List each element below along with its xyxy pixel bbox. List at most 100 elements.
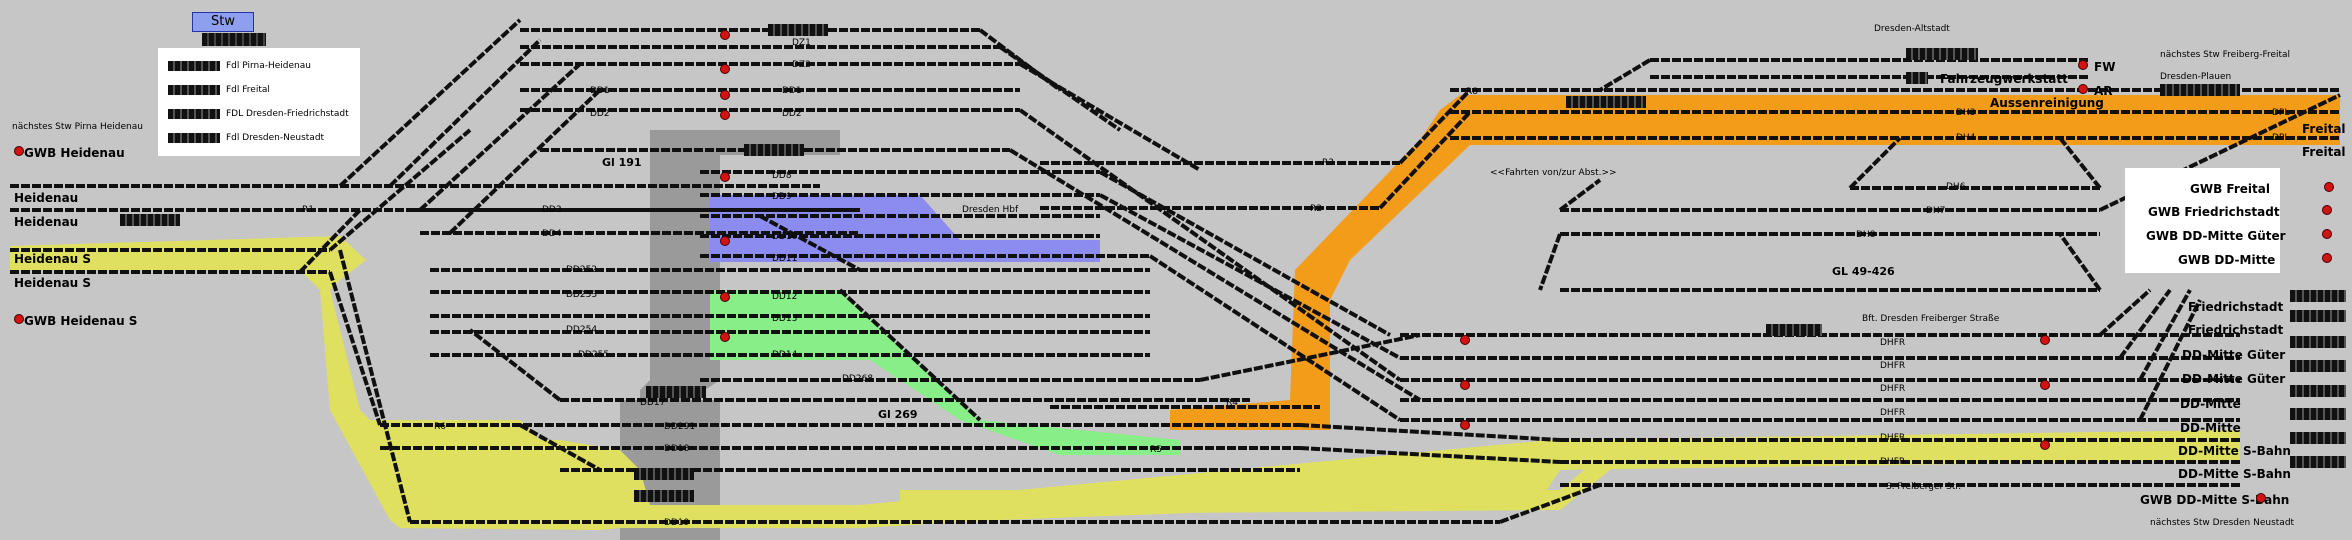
track-dd254[interactable]: DD254 <box>566 325 598 335</box>
track-dd10[interactable]: DD10 <box>772 232 798 242</box>
ddmitte-label[interactable]: DD-Mitte <box>2180 397 2241 411</box>
gwb-heidenau-s-label[interactable]: GWB Heidenau S <box>24 314 138 328</box>
signal-dot[interactable] <box>2322 253 2332 263</box>
track-dd253[interactable]: DD253 <box>566 290 598 300</box>
dresden-hbf-label: Dresden Hbf <box>962 205 1019 215</box>
signal-dot[interactable] <box>720 90 730 100</box>
gwb-friedrichstadt-label[interactable]: GWB Friedrichstadt <box>2148 205 2280 219</box>
track-dhfr-2[interactable]: DHFR <box>1880 361 1906 371</box>
track-dd2[interactable]: DD2 <box>590 109 610 119</box>
track-r3[interactable]: R3 <box>1322 158 1334 168</box>
heidenau-label[interactable]: Heidenau <box>14 191 79 205</box>
gwb-ddmitte-label[interactable]: GWB DD-Mitte <box>2178 253 2276 267</box>
track-dh7[interactable]: DH7 <box>1926 206 1946 216</box>
track-dd12[interactable]: DD12 <box>772 292 798 302</box>
legend-item[interactable]: Fdl Freital <box>168 84 270 96</box>
track-r1[interactable]: R1 <box>302 205 314 215</box>
track-r8[interactable]: R8 <box>1466 87 1478 97</box>
block-indicator <box>1906 48 1978 60</box>
signal-dot[interactable] <box>720 292 730 302</box>
dresden-plauen-label: Dresden-Plauen <box>2160 72 2232 82</box>
heidenau-label[interactable]: Heidenau <box>14 215 79 229</box>
signal-dot[interactable] <box>2322 205 2332 215</box>
signal-dot[interactable] <box>2256 493 2266 503</box>
track-dd252[interactable]: DD252 <box>566 265 598 275</box>
track-dd268[interactable]: DD268 <box>842 374 874 384</box>
signal-dot[interactable] <box>2078 84 2088 94</box>
track-r5[interactable]: R5 <box>1150 445 1162 455</box>
heidenau-s-label[interactable]: Heidenau S <box>14 276 92 290</box>
s-freiberger-label: S. Freiberger Str. <box>1886 482 1962 492</box>
stw-status-bar <box>202 33 266 46</box>
track-dd11[interactable]: DD11 <box>772 254 798 264</box>
heidenau-s-label[interactable]: Heidenau S <box>14 252 92 266</box>
track-dd13[interactable]: DD13 <box>772 314 798 324</box>
signal-dot[interactable] <box>2324 182 2334 192</box>
track-dhfr-1[interactable]: DHFR <box>1880 338 1906 348</box>
signal-dot[interactable] <box>1460 335 1470 345</box>
signal-dot[interactable] <box>720 110 730 120</box>
track-dhfr-3[interactable]: DHFR <box>1880 384 1906 394</box>
stw-button[interactable]: Stw <box>192 12 254 32</box>
track-dh6[interactable]: DH6 <box>1946 182 1966 192</box>
signal-dot[interactable] <box>2040 335 2050 345</box>
track-dhfr-5[interactable]: DHFR <box>1880 433 1906 443</box>
signal-dot[interactable] <box>1460 420 1470 430</box>
track-r4[interactable]: R4 <box>1226 398 1238 408</box>
track-dd1[interactable]: DD1 <box>590 86 610 96</box>
track-dd4[interactable]: DD4 <box>542 229 562 239</box>
track-dhfr-4[interactable]: DHFR <box>1880 408 1906 418</box>
track-dpl-1[interactable]: DPL <box>2272 108 2290 118</box>
track-dd17[interactable]: DD17 <box>640 398 666 408</box>
legend-item[interactable]: Fdl Dresden-Neustadt <box>168 132 324 144</box>
track-dd2[interactable]: DD2 <box>782 109 802 119</box>
signal-dot[interactable] <box>1460 380 1470 390</box>
track-dd3[interactable]: DD3 <box>542 205 562 215</box>
track-r6[interactable]: R6 <box>434 422 446 432</box>
friedrichstadt-label[interactable]: Friedrichstadt <box>2188 300 2284 314</box>
track-dd18[interactable]: DD18 <box>664 444 690 454</box>
track-dd8[interactable]: DD8 <box>772 171 792 181</box>
signal-dot[interactable] <box>2040 380 2050 390</box>
track-dd14[interactable]: DD14 <box>772 350 798 360</box>
track-dd1[interactable]: DD1 <box>782 86 802 96</box>
ddmitte-label[interactable]: DD-Mitte <box>2180 421 2241 435</box>
freital-label[interactable]: Freital <box>2302 122 2346 136</box>
signal-dot[interactable] <box>2322 229 2332 239</box>
track-dd19[interactable]: DD19 <box>664 518 690 528</box>
signal-dot[interactable] <box>720 332 730 342</box>
track-dz1[interactable]: DZ1 <box>792 38 811 48</box>
track-dd255[interactable]: DD255 <box>578 350 610 360</box>
gwb-heidenau-label[interactable]: GWB Heidenau <box>24 146 125 160</box>
track-dh3[interactable]: DH3 <box>1956 108 1976 118</box>
ddmitte-gueter-label[interactable]: DD-Mitte Güter <box>2182 348 2286 362</box>
signal-dot[interactable] <box>720 64 730 74</box>
legend-item[interactable]: Fdl Pirna-Heidenau <box>168 60 311 72</box>
legend-label: Fdl Pirna-Heidenau <box>226 61 311 71</box>
ddmitte-gueter-label[interactable]: DD-Mitte Güter <box>2182 372 2286 386</box>
track-dd9[interactable]: DD9 <box>772 192 792 202</box>
signal-dot[interactable] <box>14 314 24 324</box>
signal-dot[interactable] <box>14 146 24 156</box>
ddmitte-sbahn-label[interactable]: DD-Mitte S-Bahn <box>2178 444 2291 458</box>
signal-dot[interactable] <box>720 172 730 182</box>
ddmitte-sbahn-label[interactable]: DD-Mitte S-Bahn <box>2178 467 2291 481</box>
track-dz2[interactable]: DZ2 <box>792 60 811 70</box>
freital-label[interactable]: Freital <box>2302 145 2346 159</box>
signal-dot[interactable] <box>720 236 730 246</box>
signal-dot[interactable] <box>2040 440 2050 450</box>
friedrichstadt-label[interactable]: Friedrichstadt <box>2188 323 2284 337</box>
track-dpl-2[interactable]: DPL <box>2272 133 2290 143</box>
track-dh8[interactable]: DH8 <box>1856 230 1876 240</box>
legend-item[interactable]: FDL Dresden-Friedrichstadt <box>168 108 349 120</box>
block-indicator <box>2290 408 2346 420</box>
track-dh4[interactable]: DH4 <box>1956 133 1976 143</box>
gwb-ddmitte-sbahn-label[interactable]: GWB DD-Mitte S-Bahn <box>2140 493 2290 507</box>
signal-dot[interactable] <box>720 30 730 40</box>
track-dhfr-6[interactable]: DHFR <box>1880 457 1906 467</box>
track-dd291[interactable]: DD291 <box>664 422 696 432</box>
gwb-freital-label[interactable]: GWB Freital <box>2190 182 2270 196</box>
track-r2[interactable]: R2 <box>1310 204 1322 214</box>
gwb-ddmitte-gueter-label[interactable]: GWB DD-Mitte Güter <box>2146 229 2286 243</box>
signal-dot[interactable] <box>2078 60 2088 70</box>
